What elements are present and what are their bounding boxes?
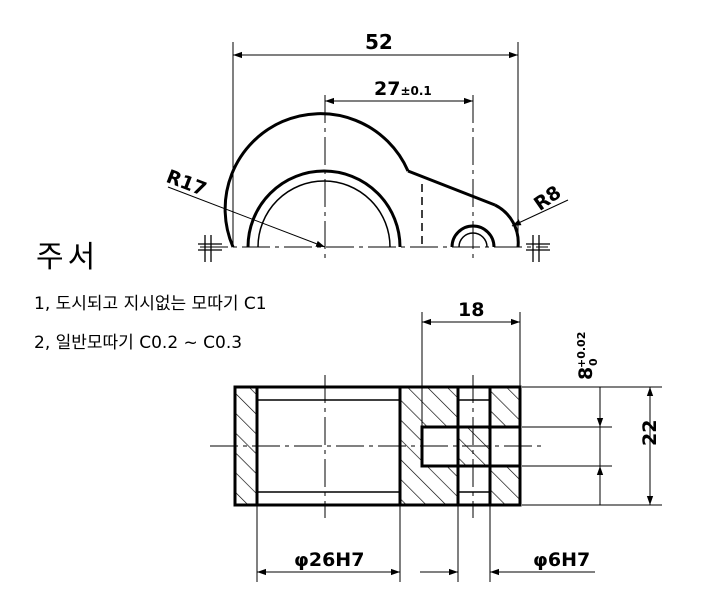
- notes-line-1: 1, 도시되고 지시없는 모따기 C1: [34, 294, 267, 314]
- top-view: [198, 95, 550, 262]
- dim-text-22: 22: [639, 420, 661, 446]
- top-dimensions: [167, 42, 569, 248]
- leader-r17: [167, 186, 326, 248]
- leader-r8: [511, 199, 569, 227]
- dim-text-26: φ26H7: [294, 549, 364, 571]
- break-symbol-left: [198, 235, 222, 262]
- outer-arc: [223, 112, 410, 248]
- svg-text:+0.02: +0.02: [575, 332, 588, 368]
- bore-arc-inner: [257, 180, 391, 248]
- dim-text-8: 8 +0.02 0: [575, 332, 600, 380]
- hatch-right-block: [400, 387, 520, 505]
- svg-text:8: 8: [575, 367, 597, 380]
- section-dimensions: [256, 312, 662, 582]
- dim-text-52: 52: [365, 30, 393, 54]
- break-symbol-right: [526, 235, 550, 262]
- tangent-line: [407, 169, 496, 207]
- dim-text-6: φ6H7: [533, 549, 590, 571]
- section-view: [210, 375, 545, 518]
- notes-line-2: 2, 일반모따기 C0.2 ~ C0.3: [34, 333, 243, 353]
- dim-text-27: 27±0.1: [374, 78, 432, 100]
- dim-text-18: 18: [458, 299, 484, 321]
- bore-arc-outer: [246, 169, 402, 248]
- small-boss-arc: [494, 203, 520, 248]
- svg-text:0: 0: [587, 358, 600, 366]
- dim-text-r17: R17: [163, 166, 209, 201]
- dim-text-r8: R8: [530, 181, 565, 215]
- notes-title: 주서: [36, 240, 100, 275]
